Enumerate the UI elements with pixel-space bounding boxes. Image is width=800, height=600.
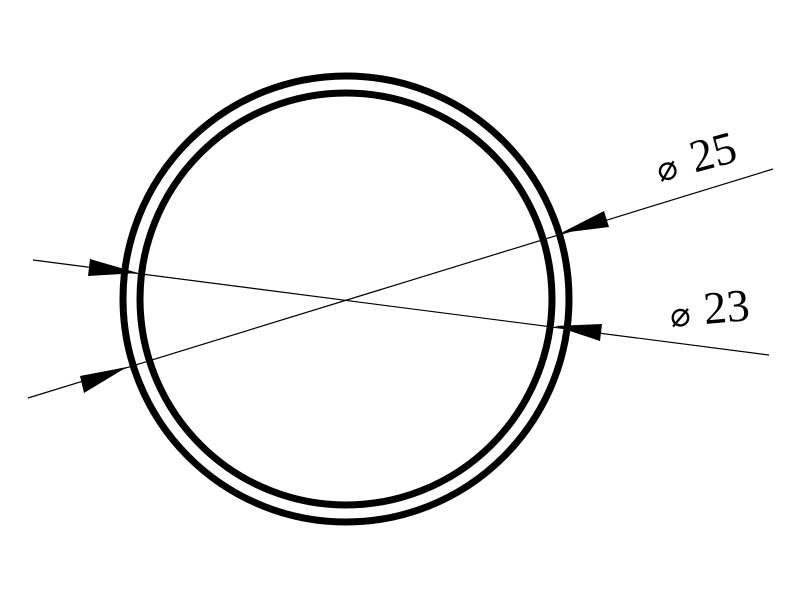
inner-dimension-line	[32, 259, 770, 356]
outer-diameter-value: 25	[684, 121, 742, 182]
outer-circle	[119, 72, 573, 526]
diameter-symbol-outer: ⌀	[652, 147, 682, 191]
diameter-symbol-inner: ⌀	[668, 294, 692, 336]
inner-diameter-value: 23	[701, 279, 751, 334]
outer-dimension-line	[27, 168, 774, 399]
inner-arrow-right	[555, 324, 602, 341]
outer-arrow-right	[561, 211, 609, 233]
inner-arrow-left	[88, 259, 138, 276]
inner-dimension-label: ⌀ 23	[668, 279, 751, 336]
outer-dimension-label: ⌀ 25	[652, 121, 742, 191]
inner-circle	[136, 89, 556, 509]
outer-arrow-left	[80, 367, 127, 393]
